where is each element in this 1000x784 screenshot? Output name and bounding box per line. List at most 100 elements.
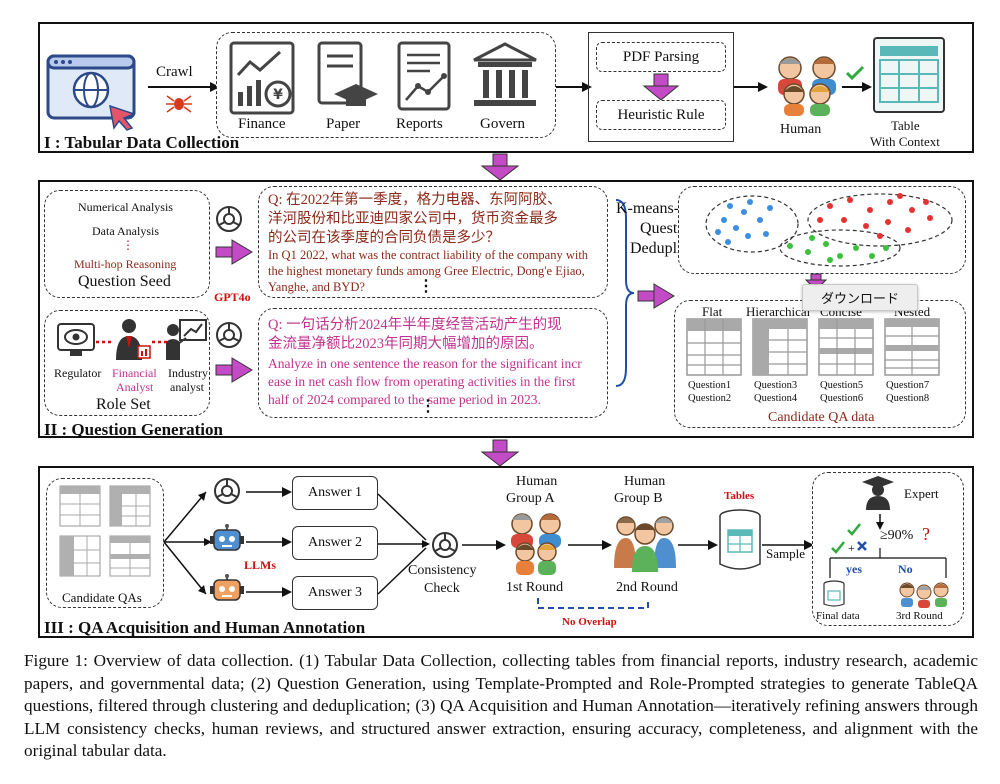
- check-icon: [845, 65, 865, 81]
- source-paper-label: Paper: [326, 116, 361, 132]
- threshold-label: ≥90%: [880, 528, 914, 543]
- sample-label: Sample: [766, 546, 805, 561]
- browser-globe-icon: [46, 54, 137, 131]
- consistency-label: Consistency: [408, 563, 477, 578]
- arrow-to-table: [842, 82, 872, 92]
- spider-icon: [166, 95, 192, 113]
- group-b-label: Group B: [614, 491, 663, 506]
- seed-multi-hop: Multi-hop Reasoning: [74, 257, 177, 271]
- reports-icon: [397, 41, 451, 111]
- final-data-label: Final data: [816, 610, 860, 622]
- arrow-section1-to-2: [480, 153, 520, 181]
- question7-label: Question7: [886, 380, 930, 391]
- section3-title: III : QA Acquisition and Human Annotatio…: [44, 618, 366, 637]
- q2-ellipsis: ⋮: [420, 398, 436, 415]
- candidate-qas-label: Candidate QAs: [62, 590, 142, 605]
- tables-database-icon: [719, 509, 761, 570]
- answer1-box: Answer 1: [292, 476, 378, 510]
- question2-label: Question2: [688, 393, 732, 404]
- arrow-sample: [762, 540, 814, 550]
- round2-label: 2nd Round: [616, 580, 678, 595]
- paper-icon: [317, 41, 378, 106]
- government-icon: [473, 42, 537, 106]
- yes-label: yes: [846, 562, 862, 576]
- round3-label: 3rd Round: [896, 610, 943, 622]
- q2-chinese-line2: 金流量净额比2023年同期大幅增加的原因。: [268, 336, 544, 352]
- question-seed-group: [44, 190, 210, 298]
- pdf-parsing-box: PDF Parsing: [596, 42, 726, 72]
- cluster-scatter-icon: [705, 193, 953, 267]
- arrows-to-answers: [246, 487, 292, 597]
- no-overlap-label: No Overlap: [562, 616, 617, 628]
- table-context-icon: [873, 37, 945, 113]
- source-reports-label: Reports: [396, 116, 443, 132]
- no-label: No: [898, 562, 913, 576]
- round3-people-icon: [899, 582, 949, 608]
- source-finance-label: Finance: [238, 116, 286, 132]
- hierarchical-table-icon: [752, 318, 808, 376]
- q1-chinese-line3: 的公司在该季度的合同负债是多少？: [268, 230, 500, 246]
- question1-label: Question1: [688, 380, 732, 391]
- arrow-to-dedup: [637, 283, 675, 309]
- arrow-seed-to-q1: [215, 239, 253, 265]
- gpt4o-label: GPT4o: [214, 290, 251, 304]
- finance-icon: ¥: [229, 41, 295, 115]
- concise-table-icon: [818, 318, 874, 376]
- robot-icon-1: [210, 524, 244, 551]
- q1-chinese-line1: Q: 在2022年第一季度，格力电器、东阿阿胶、: [268, 192, 562, 208]
- financial-analyst-icon: [116, 319, 151, 360]
- question5-label: Question5: [820, 380, 864, 391]
- parsing-group: [588, 32, 734, 142]
- figure-caption: Figure 1: Overview of data collection. (…: [24, 651, 978, 760]
- question-seed-label: Question Seed: [78, 273, 171, 290]
- group-a-label: Group A: [506, 491, 555, 506]
- flat-table-icon: [686, 318, 742, 376]
- type-flat: Flat: [702, 304, 723, 319]
- q2-english-line2: ease in net cash flow from operating act…: [268, 374, 576, 389]
- human-group-icon: [778, 56, 836, 116]
- no-overlap-bracket: [537, 598, 649, 609]
- question8-label: Question8: [886, 393, 930, 404]
- q1-chinese-line2: 洋河股份和比亚迪四家公司中，货币资金最多: [268, 211, 558, 227]
- regulator-eye-icon: [57, 323, 95, 356]
- q1-english-line3: Yanghe, and BYD?: [268, 280, 365, 294]
- nested-table-icon: [884, 318, 940, 376]
- q2-chinese-line1: Q: 一句话分析2024年半年度经营活动产生的现: [268, 317, 562, 333]
- openai-icon-3: [214, 478, 240, 504]
- financial-label: Financial: [112, 366, 157, 380]
- robot-icon-2: [210, 574, 244, 601]
- check-label: Check: [424, 581, 460, 596]
- section1-title: I : Tabular Data Collection: [44, 133, 240, 152]
- question1-box: [258, 186, 608, 298]
- brace-icon: [615, 199, 635, 387]
- industry-label: Industry: [168, 366, 208, 380]
- type-hierarchical: Hierarchical: [746, 304, 811, 319]
- arrow-role-to-q2: [215, 357, 253, 383]
- arrow-to-group-a: [462, 540, 506, 550]
- table-label: Table: [891, 118, 920, 133]
- openai-icon-1: [216, 206, 242, 232]
- fan-arrows-left: [163, 491, 212, 595]
- threshold-qmark: ?: [922, 524, 930, 544]
- expert-icon: [862, 476, 894, 510]
- llms-label: LLMs: [244, 558, 277, 572]
- candidate-qa-label: Candidate QA data: [768, 410, 875, 425]
- converge-arrows: [377, 493, 430, 595]
- arrow-parsing-down: [642, 73, 680, 101]
- tables-label: Tables: [724, 490, 755, 502]
- regulator-label: Regulator: [54, 366, 102, 380]
- seed-ellipsis: ⋮: [122, 238, 134, 252]
- section2-title: II : Question Generation: [44, 420, 223, 439]
- arrow-crawl: [148, 82, 220, 92]
- arrow-section2-to-3: [480, 439, 520, 467]
- svg-text:+: +: [848, 541, 855, 555]
- group-b-human: Human: [624, 474, 666, 489]
- question6-label: Question6: [820, 393, 864, 404]
- question4-label: Question4: [754, 393, 798, 404]
- expert-flow-lines: +: [829, 514, 947, 578]
- arrow-to-tables: [678, 540, 718, 550]
- download-tooltip[interactable]: ダウンロード: [802, 284, 918, 311]
- arrow-to-human: [734, 82, 768, 92]
- heuristic-rule-box: Heuristic Rule: [596, 100, 726, 130]
- openai-icon-2: [216, 322, 242, 348]
